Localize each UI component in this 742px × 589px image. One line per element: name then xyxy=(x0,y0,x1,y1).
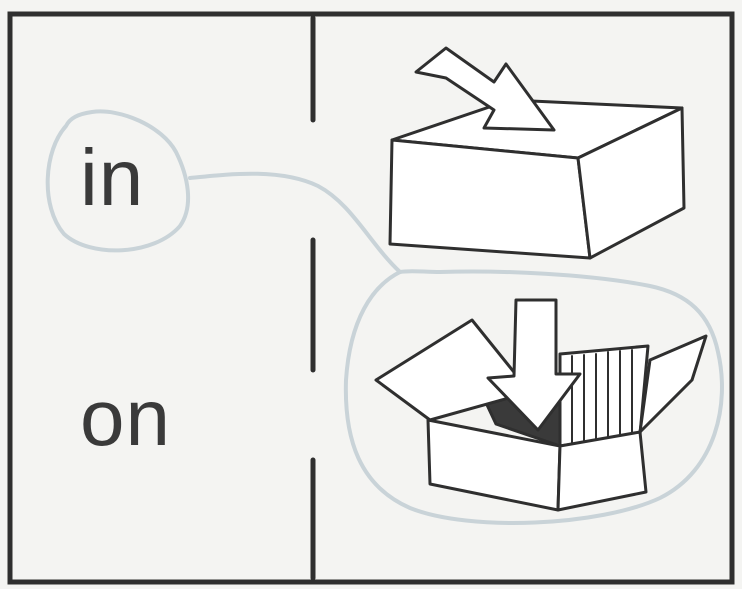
arrow-onto-closed-box-icon xyxy=(390,48,684,258)
word-on: on xyxy=(80,378,171,458)
arrow-into-open-box-icon xyxy=(376,300,706,510)
word-in: in xyxy=(80,138,144,218)
